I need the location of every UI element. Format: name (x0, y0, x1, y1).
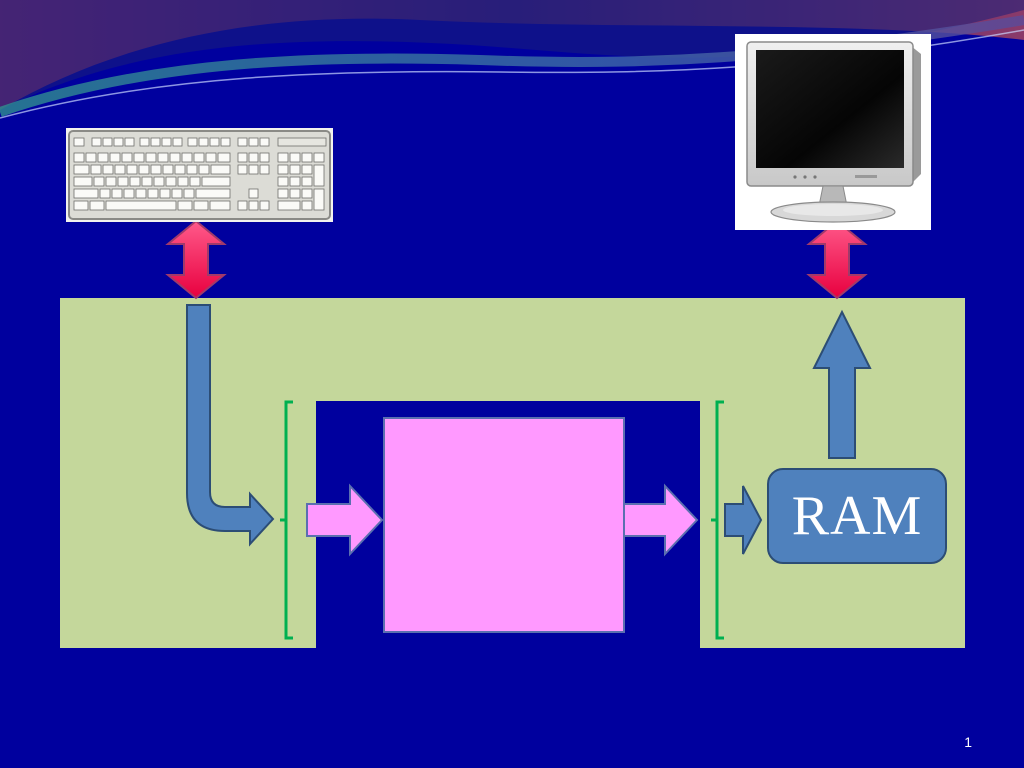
alu-box (383, 417, 625, 633)
keyboard-icon (66, 128, 333, 222)
ram-output-arrow (812, 309, 872, 459)
monitor-bus-arrow (806, 219, 868, 300)
keyboard-bus-arrow (165, 219, 227, 300)
ram-label: RAM (791, 485, 923, 547)
monitor-icon (735, 34, 931, 230)
alu-input-arrow (306, 483, 384, 557)
ram-box: RAM (767, 468, 947, 564)
alu-output-arrow (623, 483, 699, 557)
slide-number: 1 (964, 734, 972, 750)
left-bracket (280, 400, 293, 640)
input-flow-arrow (186, 304, 275, 547)
right-bracket (711, 400, 724, 640)
ram-input-arrow (724, 485, 763, 555)
